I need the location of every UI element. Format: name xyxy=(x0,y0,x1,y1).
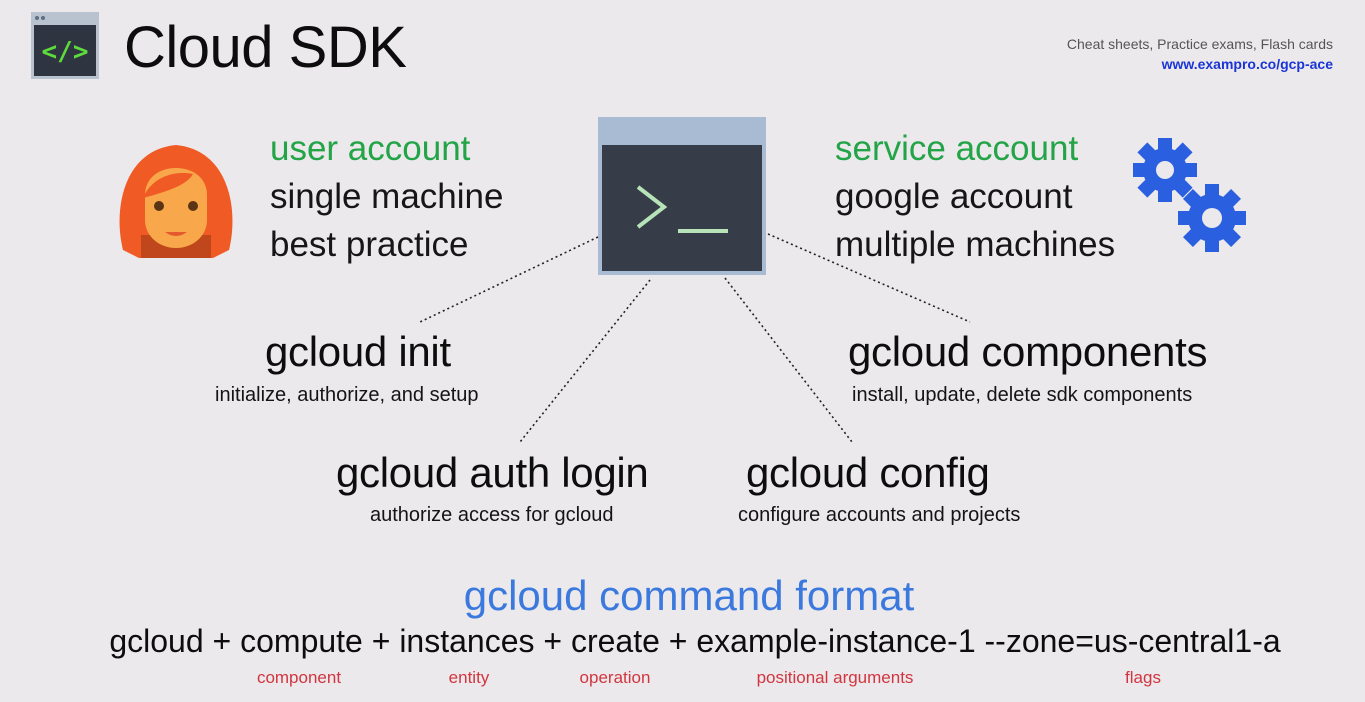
user-account-block: user account single machine best practic… xyxy=(270,125,503,269)
service-account-line: google account xyxy=(835,177,1073,216)
format-label-flags: flags xyxy=(1125,668,1161,687)
cmd-config-name: gcloud config xyxy=(746,449,990,496)
user-account-heading: user account xyxy=(270,129,471,168)
page-title: Cloud SDK xyxy=(124,15,407,80)
code-window-icon: </> xyxy=(31,12,99,79)
cmd-config-desc: configure accounts and projects xyxy=(738,504,1021,526)
user-avatar-icon xyxy=(119,145,233,258)
service-account-line: multiple machines xyxy=(835,225,1116,264)
format-label-component: component xyxy=(256,668,342,687)
format-label-entity: entity xyxy=(448,668,490,687)
connector-auth xyxy=(519,279,651,443)
user-account-line: best practice xyxy=(270,225,469,264)
connector-components xyxy=(767,233,971,323)
cmd-components-desc: install, update, delete sdk components xyxy=(852,384,1193,406)
cmd-init-name: gcloud init xyxy=(265,328,451,375)
service-account-heading: service account xyxy=(835,129,1079,168)
user-account-line: single machine xyxy=(270,177,504,216)
cmd-init-desc: initialize, authorize, and setup xyxy=(215,384,479,406)
terminal-icon xyxy=(598,117,766,275)
gears-icon xyxy=(1133,138,1246,252)
service-account-block: service account google account multiple … xyxy=(835,125,1115,269)
promo: Cheat sheets, Practice exams, Flash card… xyxy=(1067,34,1333,74)
promo-text: Cheat sheets, Practice exams, Flash card… xyxy=(1066,36,1333,52)
promo-link[interactable]: www.exampro.co/gcp-ace xyxy=(1161,56,1333,72)
format-example: gcloud + compute + instances + create + … xyxy=(109,623,1281,659)
format-label-positional: positional arguments xyxy=(756,668,914,687)
connector-config xyxy=(724,277,853,443)
cmd-components-name: gcloud components xyxy=(848,328,1208,375)
cmd-auth-name: gcloud auth login xyxy=(336,449,649,496)
cmd-auth-desc: authorize access for gcloud xyxy=(370,504,614,526)
connector-init xyxy=(419,236,599,323)
format-title: gcloud command format xyxy=(463,572,915,619)
format-label-operation: operation xyxy=(579,668,651,687)
svg-text:</>: </> xyxy=(42,37,89,67)
